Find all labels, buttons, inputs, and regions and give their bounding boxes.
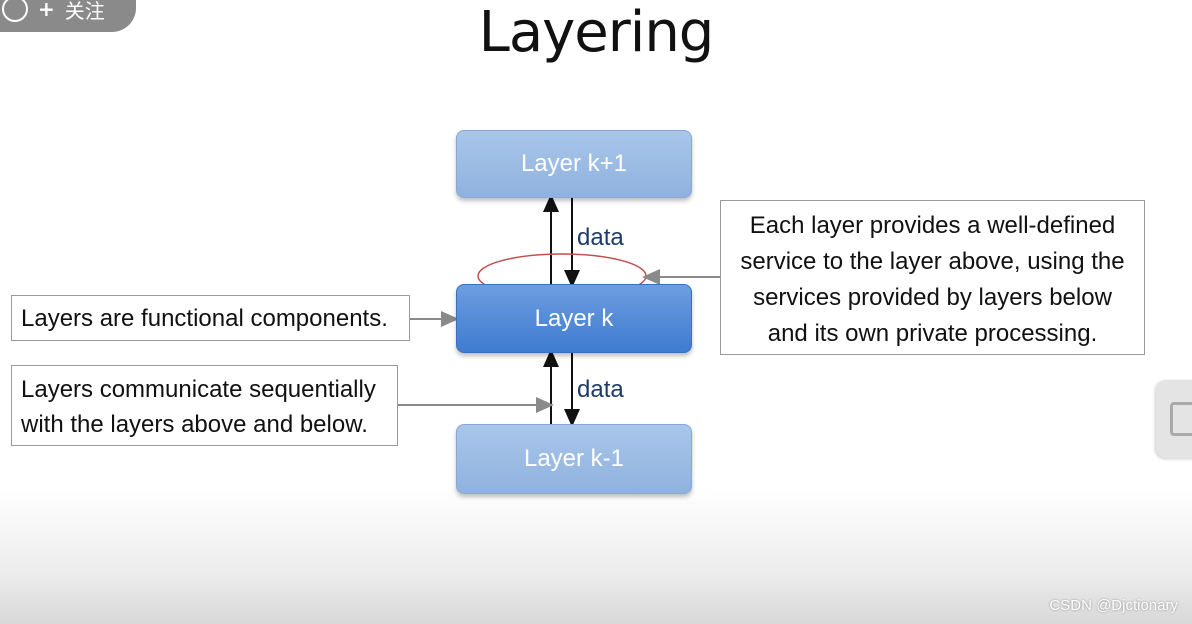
avatar-icon xyxy=(2,0,28,22)
note-service-line: and its own private processing. xyxy=(767,320,1098,347)
window-icon xyxy=(1170,402,1192,436)
watermark: CSDN @Djctionary xyxy=(1049,597,1178,614)
follow-badge[interactable]: + 关注 xyxy=(0,0,136,32)
note-service-line: Each layer provides a well-defined xyxy=(749,212,1116,239)
data-label-upper: data xyxy=(577,224,624,251)
slide-title: Layering xyxy=(478,0,715,65)
layer-k: Layer k xyxy=(456,284,692,353)
follow-label: 关注 xyxy=(64,0,105,23)
note-service: Each layer provides a well-defined servi… xyxy=(720,200,1145,355)
layer-k-minus-1: Layer k-1 xyxy=(456,424,692,494)
note-service-line: services provided by layers below xyxy=(753,284,1112,311)
note-functional-text: Layers are functional components. xyxy=(21,305,388,332)
side-collapse-button[interactable] xyxy=(1156,380,1192,458)
note-communicate: Layers communicate sequentially with the… xyxy=(11,365,398,446)
plus-icon: + xyxy=(38,0,55,21)
note-communicate-line: Layers communicate sequentially xyxy=(21,376,376,403)
layer-k-plus-1: Layer k+1 xyxy=(456,130,692,198)
note-functional: Layers are functional components. xyxy=(11,295,410,341)
data-label-lower: data xyxy=(577,376,624,403)
note-service-line: service to the layer above, using the xyxy=(740,248,1125,275)
note-communicate-line: with the layers above and below. xyxy=(21,411,368,438)
